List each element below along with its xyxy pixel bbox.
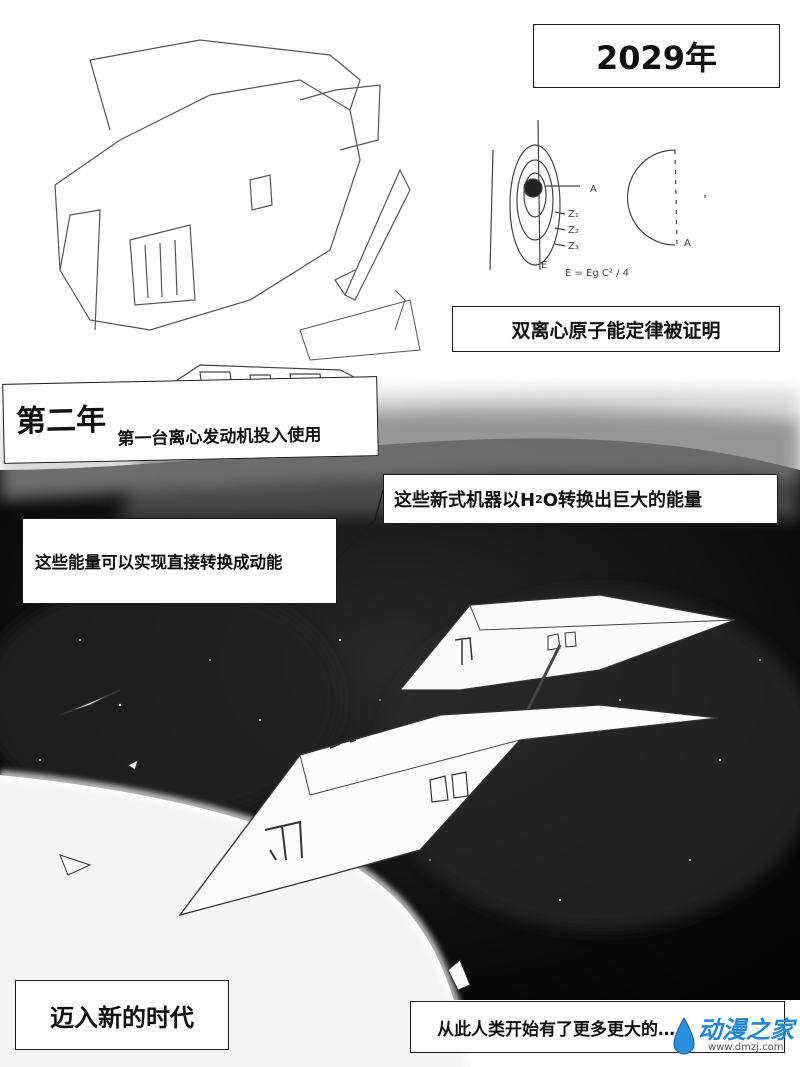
sketch-label-e: E <box>541 260 547 271</box>
caption-year-text: 2029年 <box>595 39 718 77</box>
caption-second-year-text: 第一台离心发动机投入使用 <box>117 425 322 450</box>
caption-new-era-text: 迈入新的时代 <box>50 1003 194 1032</box>
caption-direct-conversion-text: 这些能量可以实现直接转换成动能 <box>35 553 283 572</box>
caption-water-prefix: 这些新式机器以H <box>394 490 536 511</box>
vessel-sketch <box>299 289 421 361</box>
spaceship-front <box>178 704 719 917</box>
sketch-label-a2: A <box>684 238 691 249</box>
sketch-label-z3: Z₃ <box>568 241 579 252</box>
caption-theory-text: 双离心原子能定律被证明 <box>511 319 721 342</box>
droplet-icon <box>673 1016 695 1055</box>
caption-human-more-text: 从此人类开始有了更多更大的… <box>437 1019 675 1040</box>
spaceship-rear <box>398 594 738 716</box>
caption-new-era: 迈入新的时代 <box>15 980 229 1050</box>
caption-water-sub: 2 <box>535 492 543 506</box>
sketch-label-z2: Z₂ <box>568 225 579 236</box>
watermark: 动漫之家 www.dmzj.com <box>673 1008 796 1064</box>
engine-sketch <box>54 39 381 331</box>
atom-diagram <box>489 119 706 271</box>
caption-second-year-title: 第二年 <box>15 402 107 440</box>
caption-year: 2029年 <box>533 24 780 88</box>
caption-water-suffix: O转换出巨大的能量 <box>542 490 703 511</box>
caption-human-more: 从此人类开始有了更多更大的… <box>410 1001 785 1053</box>
sketch-label-a: A <box>590 184 597 195</box>
small-craft <box>59 689 471 991</box>
caption-second-year: 第二年 第一台离心发动机投入使用 <box>2 376 379 464</box>
caption-theory-proven: 双离心原子能定律被证明 <box>452 306 780 352</box>
sketch-label-z1: Z₁ <box>568 209 579 220</box>
caption-direct-conversion: 这些能量可以实现直接转换成动能 <box>22 518 337 604</box>
caption-tails <box>336 489 384 561</box>
watermark-name: 动漫之家 <box>698 1016 794 1044</box>
watermark-url: www.dmzj.com <box>708 1042 784 1053</box>
sketch-formula: E = Eg C² / 4 <box>565 268 629 279</box>
rocket-sketch <box>334 168 411 301</box>
